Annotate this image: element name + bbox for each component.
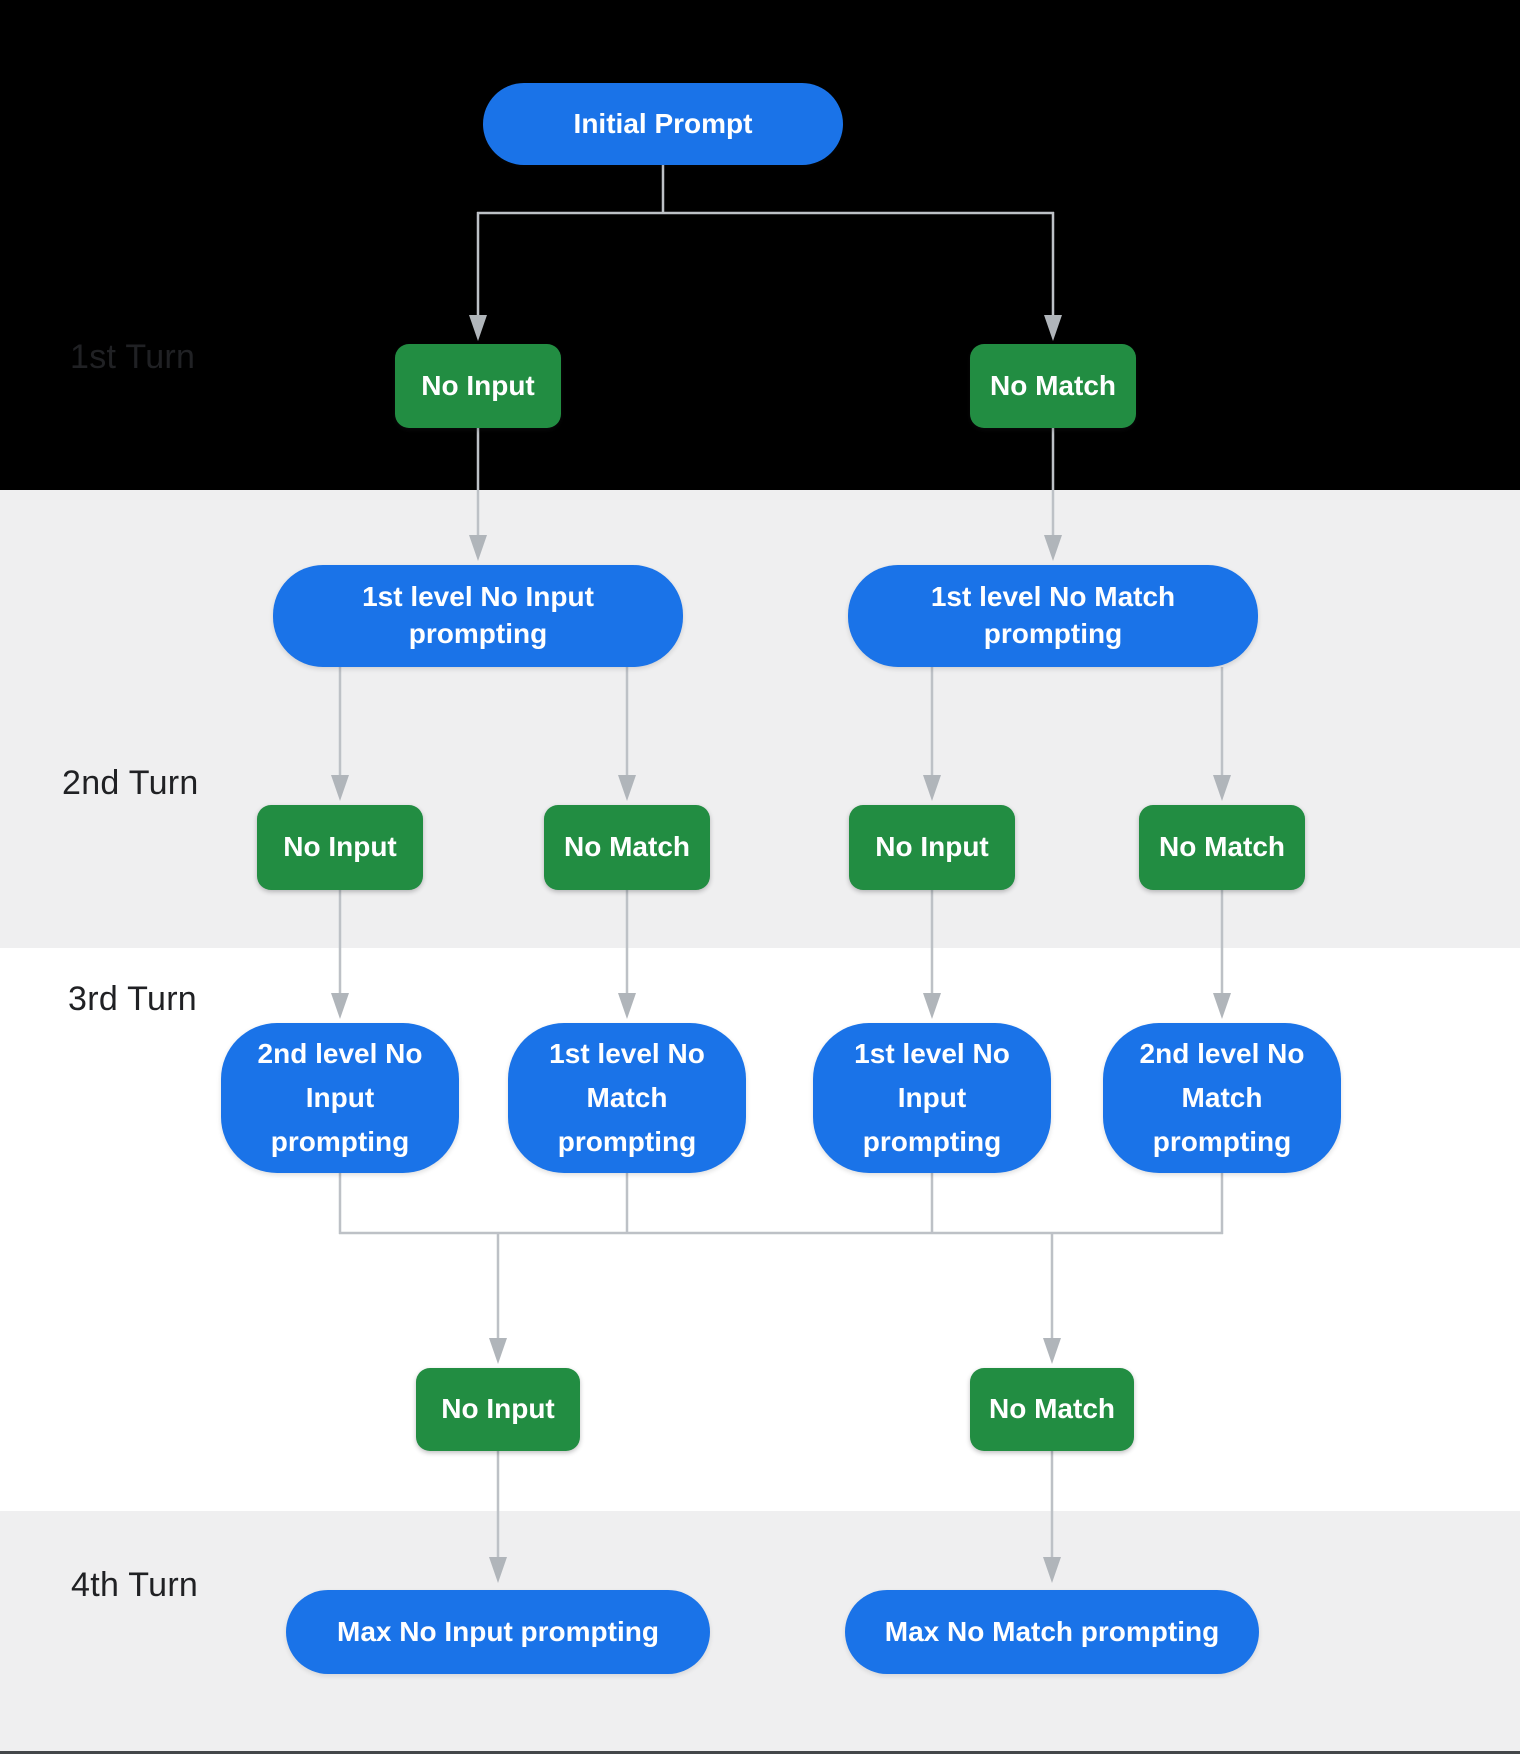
node-no-match-turn1-label: No Match bbox=[990, 369, 1116, 401]
node-no-input-turn3-label: No Input bbox=[441, 1393, 555, 1425]
arrowhead bbox=[331, 775, 349, 801]
node-no-input-turn2-b-label: No Input bbox=[875, 831, 989, 863]
node-no-input-turn2-a: No Input bbox=[257, 805, 423, 890]
node-1st-level-no-match-prompting-b: 1st level No Match prompting bbox=[508, 1023, 746, 1173]
bottom-edge-line bbox=[0, 1751, 1520, 1754]
node-no-input-turn1: No Input bbox=[395, 344, 561, 428]
node-no-input-turn1-label: No Input bbox=[421, 369, 535, 401]
turn-label-1st: 1st Turn bbox=[70, 338, 196, 376]
turn-label-4th: 4th Turn bbox=[71, 1566, 199, 1604]
node-initial-prompt: Initial Prompt bbox=[483, 83, 843, 165]
node-no-match-turn2-b: No Match bbox=[1139, 805, 1305, 890]
node-1st-level-no-input-prompting: 1st level No Input prompting bbox=[273, 565, 683, 667]
node-no-input-turn3: No Input bbox=[416, 1368, 580, 1451]
node-1st-level-no-input-prompting-label: 1st level No Input prompting bbox=[362, 581, 594, 649]
node-no-match-turn2-a-label: No Match bbox=[564, 831, 690, 863]
arrowhead bbox=[489, 1557, 507, 1583]
node-1st-level-no-input-prompting-b-label: 1st level No Input prompting bbox=[854, 1037, 1010, 1158]
turn-label-2nd: 2nd Turn bbox=[62, 764, 199, 802]
node-2nd-level-no-match-prompting-label: 2nd level No Match prompting bbox=[1139, 1037, 1305, 1158]
node-no-match-turn1: No Match bbox=[970, 344, 1136, 428]
node-max-no-match-prompting: Max No Match prompting bbox=[845, 1590, 1259, 1674]
arrowhead bbox=[1213, 775, 1231, 801]
arrowhead bbox=[1044, 535, 1062, 561]
node-max-no-match-prompting-label: Max No Match prompting bbox=[884, 1615, 1220, 1647]
arrowhead bbox=[469, 315, 487, 341]
band-4th-turn bbox=[0, 1511, 1520, 1754]
arrowhead bbox=[618, 775, 636, 801]
node-no-match-turn3-label: No Match bbox=[989, 1393, 1115, 1425]
arrowhead bbox=[1213, 993, 1231, 1019]
arrowhead bbox=[923, 775, 941, 801]
arrowhead bbox=[1044, 315, 1062, 341]
node-2nd-level-no-match-prompting: 2nd level No Match prompting bbox=[1103, 1023, 1341, 1173]
node-1st-level-no-match-prompting-label: 1st level No Match prompting bbox=[930, 581, 1176, 649]
node-no-input-turn2-b: No Input bbox=[849, 805, 1015, 890]
arrowhead bbox=[1043, 1338, 1061, 1364]
arrowhead bbox=[469, 535, 487, 561]
arrowhead bbox=[1043, 1557, 1061, 1583]
node-no-match-turn3: No Match bbox=[970, 1368, 1134, 1451]
turn-label-3rd: 3rd Turn bbox=[68, 980, 198, 1018]
node-1st-level-no-match-prompting: 1st level No Match prompting bbox=[848, 565, 1258, 667]
node-max-no-input-prompting-label: Max No Input prompting bbox=[337, 1615, 659, 1647]
node-max-no-input-prompting: Max No Input prompting bbox=[286, 1590, 710, 1674]
node-no-match-turn2-b-label: No Match bbox=[1159, 831, 1285, 863]
arrowhead bbox=[618, 993, 636, 1019]
node-1st-level-no-match-prompting-b-label: 1st level No Match prompting bbox=[549, 1037, 705, 1158]
node-2nd-level-no-input-prompting: 2nd level No Input prompting bbox=[221, 1023, 459, 1173]
node-no-match-turn2-a: No Match bbox=[544, 805, 710, 890]
node-2nd-level-no-input-prompting-label: 2nd level No Input prompting bbox=[257, 1037, 423, 1158]
arrowhead bbox=[331, 993, 349, 1019]
node-initial-prompt-label: Initial Prompt bbox=[573, 107, 753, 139]
arrowhead bbox=[923, 993, 941, 1019]
node-no-input-turn2-a-label: No Input bbox=[283, 831, 397, 863]
arrowhead bbox=[489, 1338, 507, 1364]
node-1st-level-no-input-prompting-b: 1st level No Input prompting bbox=[813, 1023, 1051, 1173]
